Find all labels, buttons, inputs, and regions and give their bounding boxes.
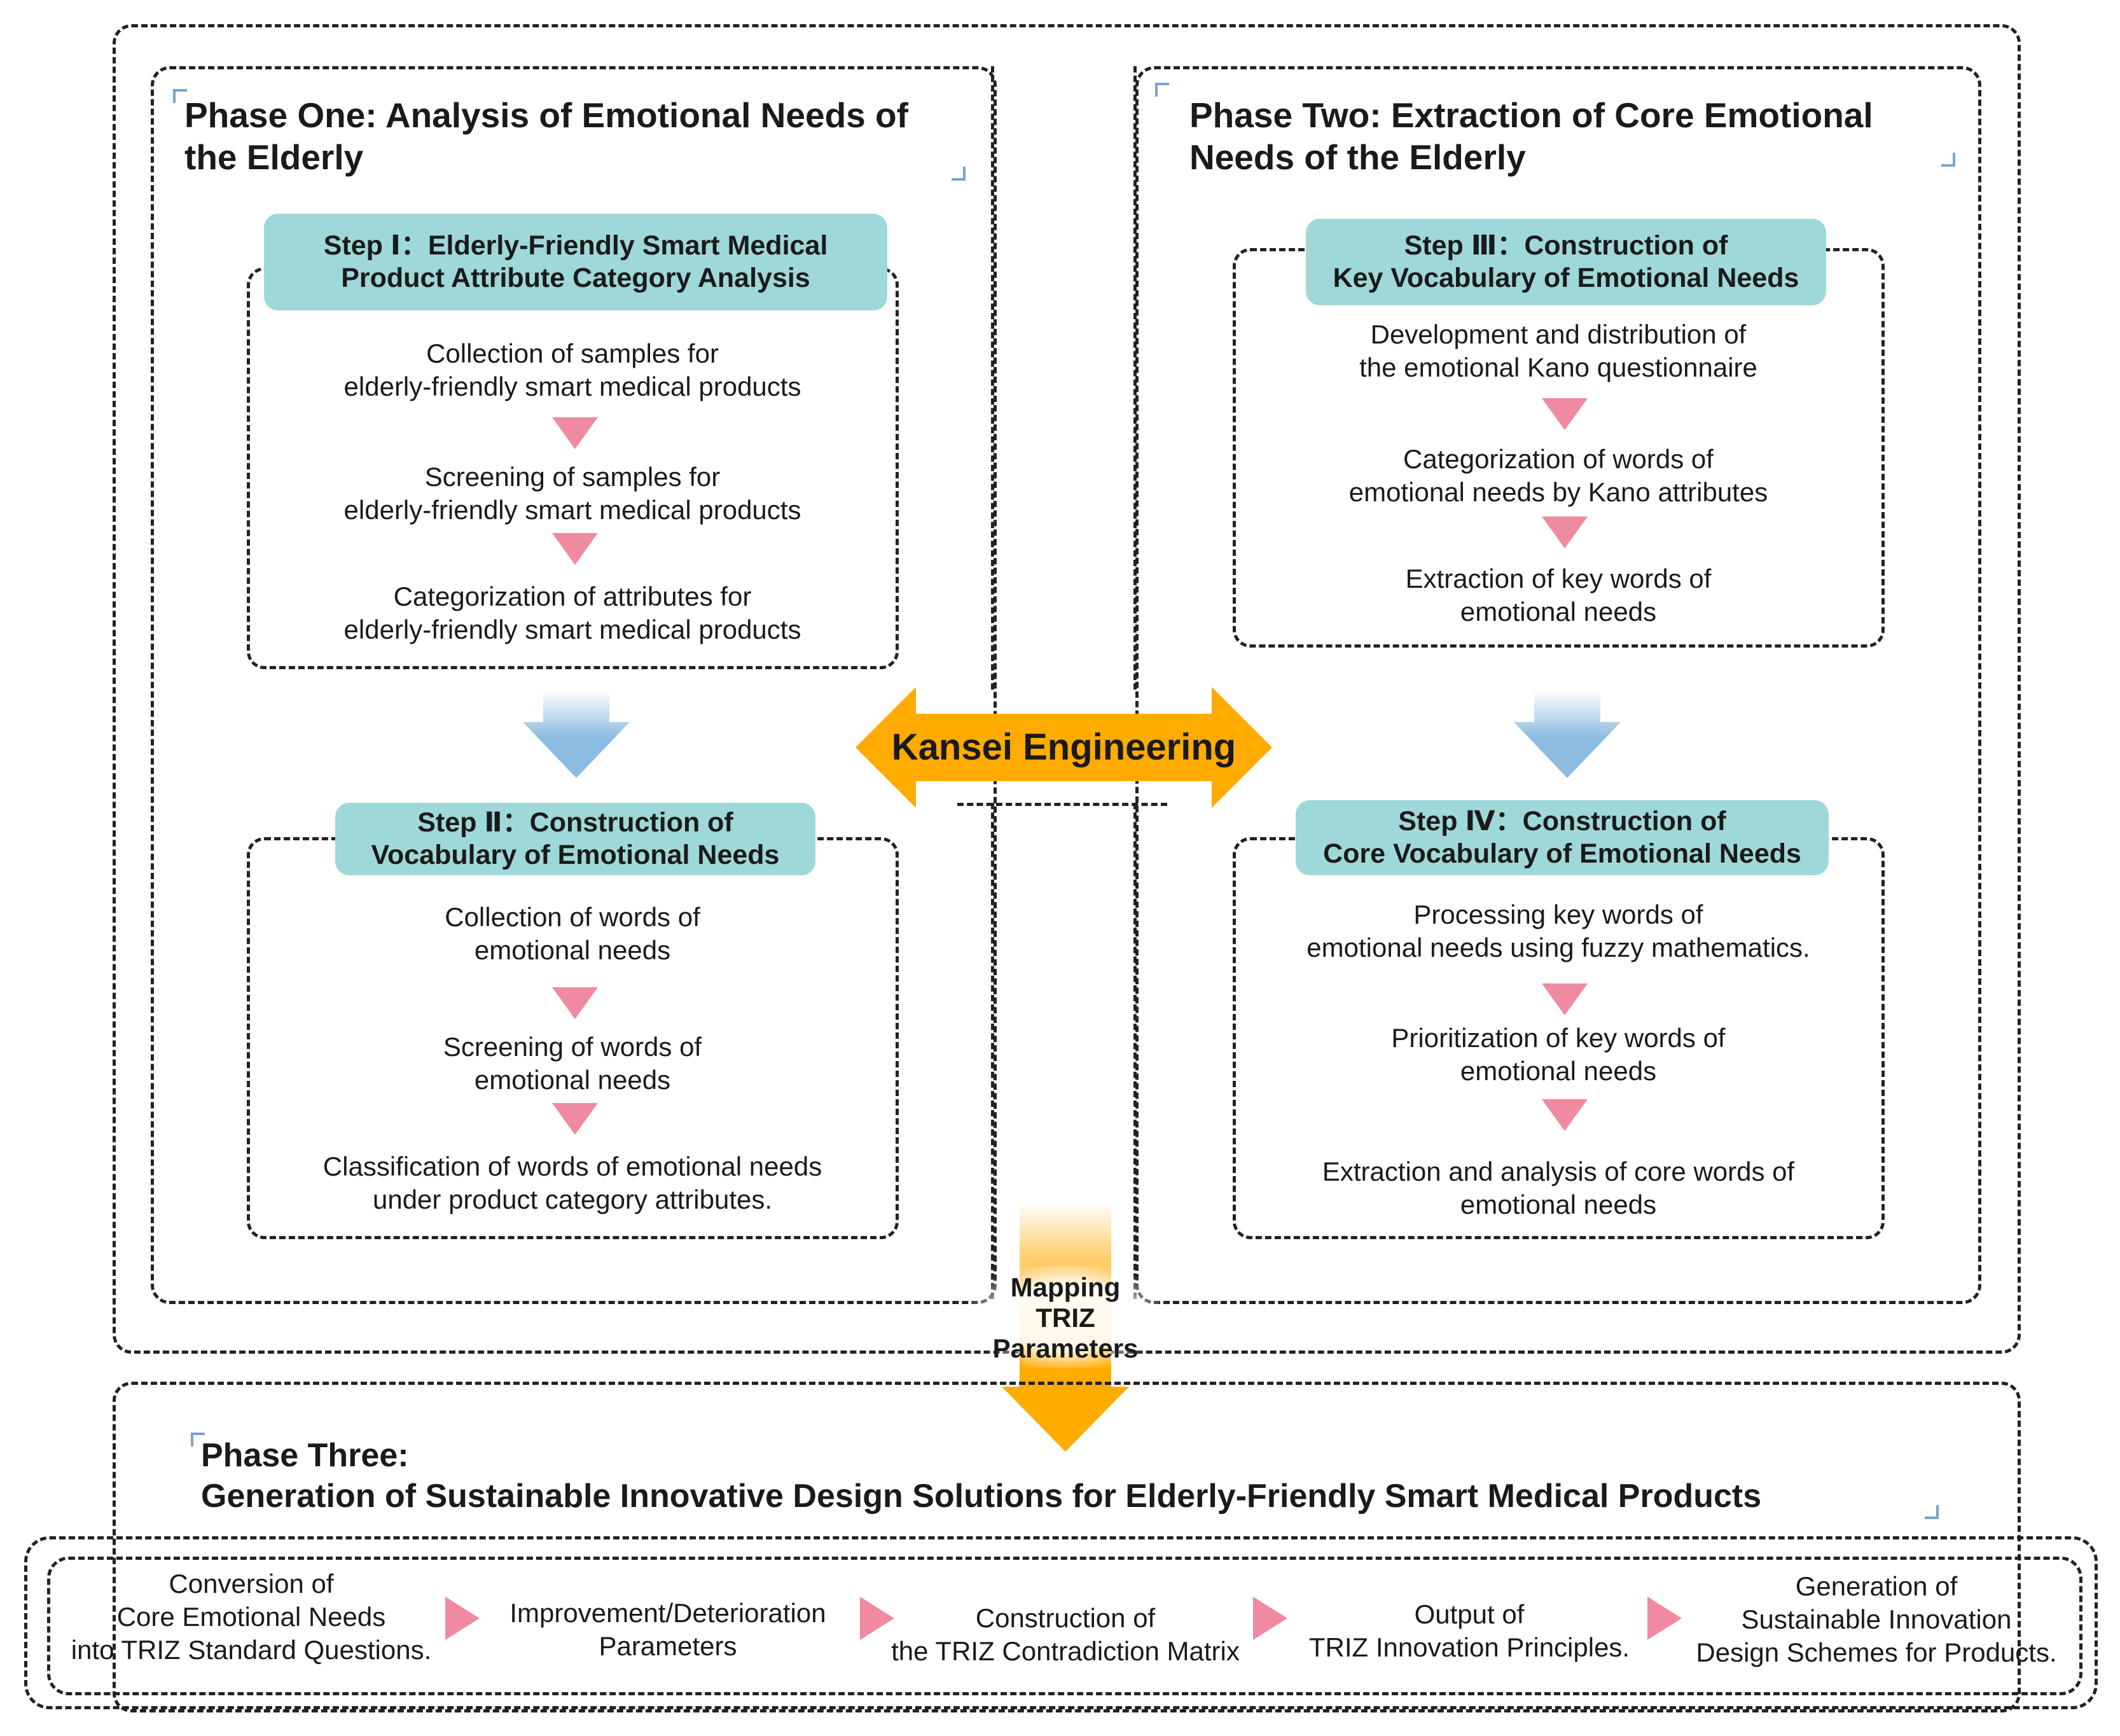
center-connector-bottom xyxy=(957,803,1167,806)
phase-three-panel xyxy=(113,1382,2021,1712)
step4-pink-arrow-2 xyxy=(1542,1099,1588,1131)
step2-item-3: Classification of words of emotional nee… xyxy=(322,1151,822,1214)
phase-two-blue-down-arrow xyxy=(1514,690,1621,778)
step2-pink-arrow-2 xyxy=(552,1103,598,1135)
phase-two-corner-br xyxy=(1941,153,1955,167)
step2-pink-arrow-1 xyxy=(552,987,598,1019)
step3-pink-arrow-1 xyxy=(1542,398,1588,430)
phase-one-title: Phase One: Analysis of Emotional Needs o… xyxy=(184,95,908,177)
phase-one-panel xyxy=(151,66,997,1304)
phase-two-corner-tl xyxy=(1155,83,1169,97)
phase-three-corner-tl xyxy=(191,1433,205,1447)
center-line-left-top xyxy=(991,66,994,690)
step4-item-3: Extraction and analysis of core words of… xyxy=(1322,1156,1795,1219)
phase-two-title: Phase Two: Extraction of Core Emotional … xyxy=(1189,95,1873,177)
step3-pink-arrow-2 xyxy=(1542,517,1588,548)
phase-one-blue-down-arrow xyxy=(523,690,630,778)
step1-pink-arrow-2 xyxy=(552,533,598,565)
step4-pink-arrow-1 xyxy=(1542,983,1588,1015)
triz-pink-arrow-3 xyxy=(1253,1597,1287,1640)
kansei-double-arrow xyxy=(856,687,1272,808)
phase-three-corner-br xyxy=(1925,1505,1939,1519)
phase-one-corner-br xyxy=(952,167,966,181)
phase-three-flow-box-inner xyxy=(47,1557,2082,1695)
phase-three-flow-box-outer xyxy=(24,1536,2098,1709)
center-line-right-bottom xyxy=(1133,803,1137,1299)
phase-two-panel xyxy=(1135,66,1981,1304)
phase-one-corner-tl xyxy=(173,89,187,103)
mapping-triz-label: Mapping TRIZ Parameters xyxy=(992,1272,1139,1363)
center-line-left-bottom xyxy=(991,803,994,1299)
triz-pink-arrow-4 xyxy=(1647,1597,1682,1640)
triz-pink-arrow-1 xyxy=(445,1597,480,1640)
step1-pink-arrow-1 xyxy=(552,417,598,449)
kansei-label: Kansei Engineering xyxy=(891,726,1237,768)
mapping-triz-label-bg xyxy=(972,1266,1160,1368)
phase-three-title: Phase Three: Generation of Sustainable I… xyxy=(201,1437,1762,1515)
triz-pink-arrow-2 xyxy=(860,1597,894,1640)
center-line-right-top xyxy=(1133,66,1137,690)
